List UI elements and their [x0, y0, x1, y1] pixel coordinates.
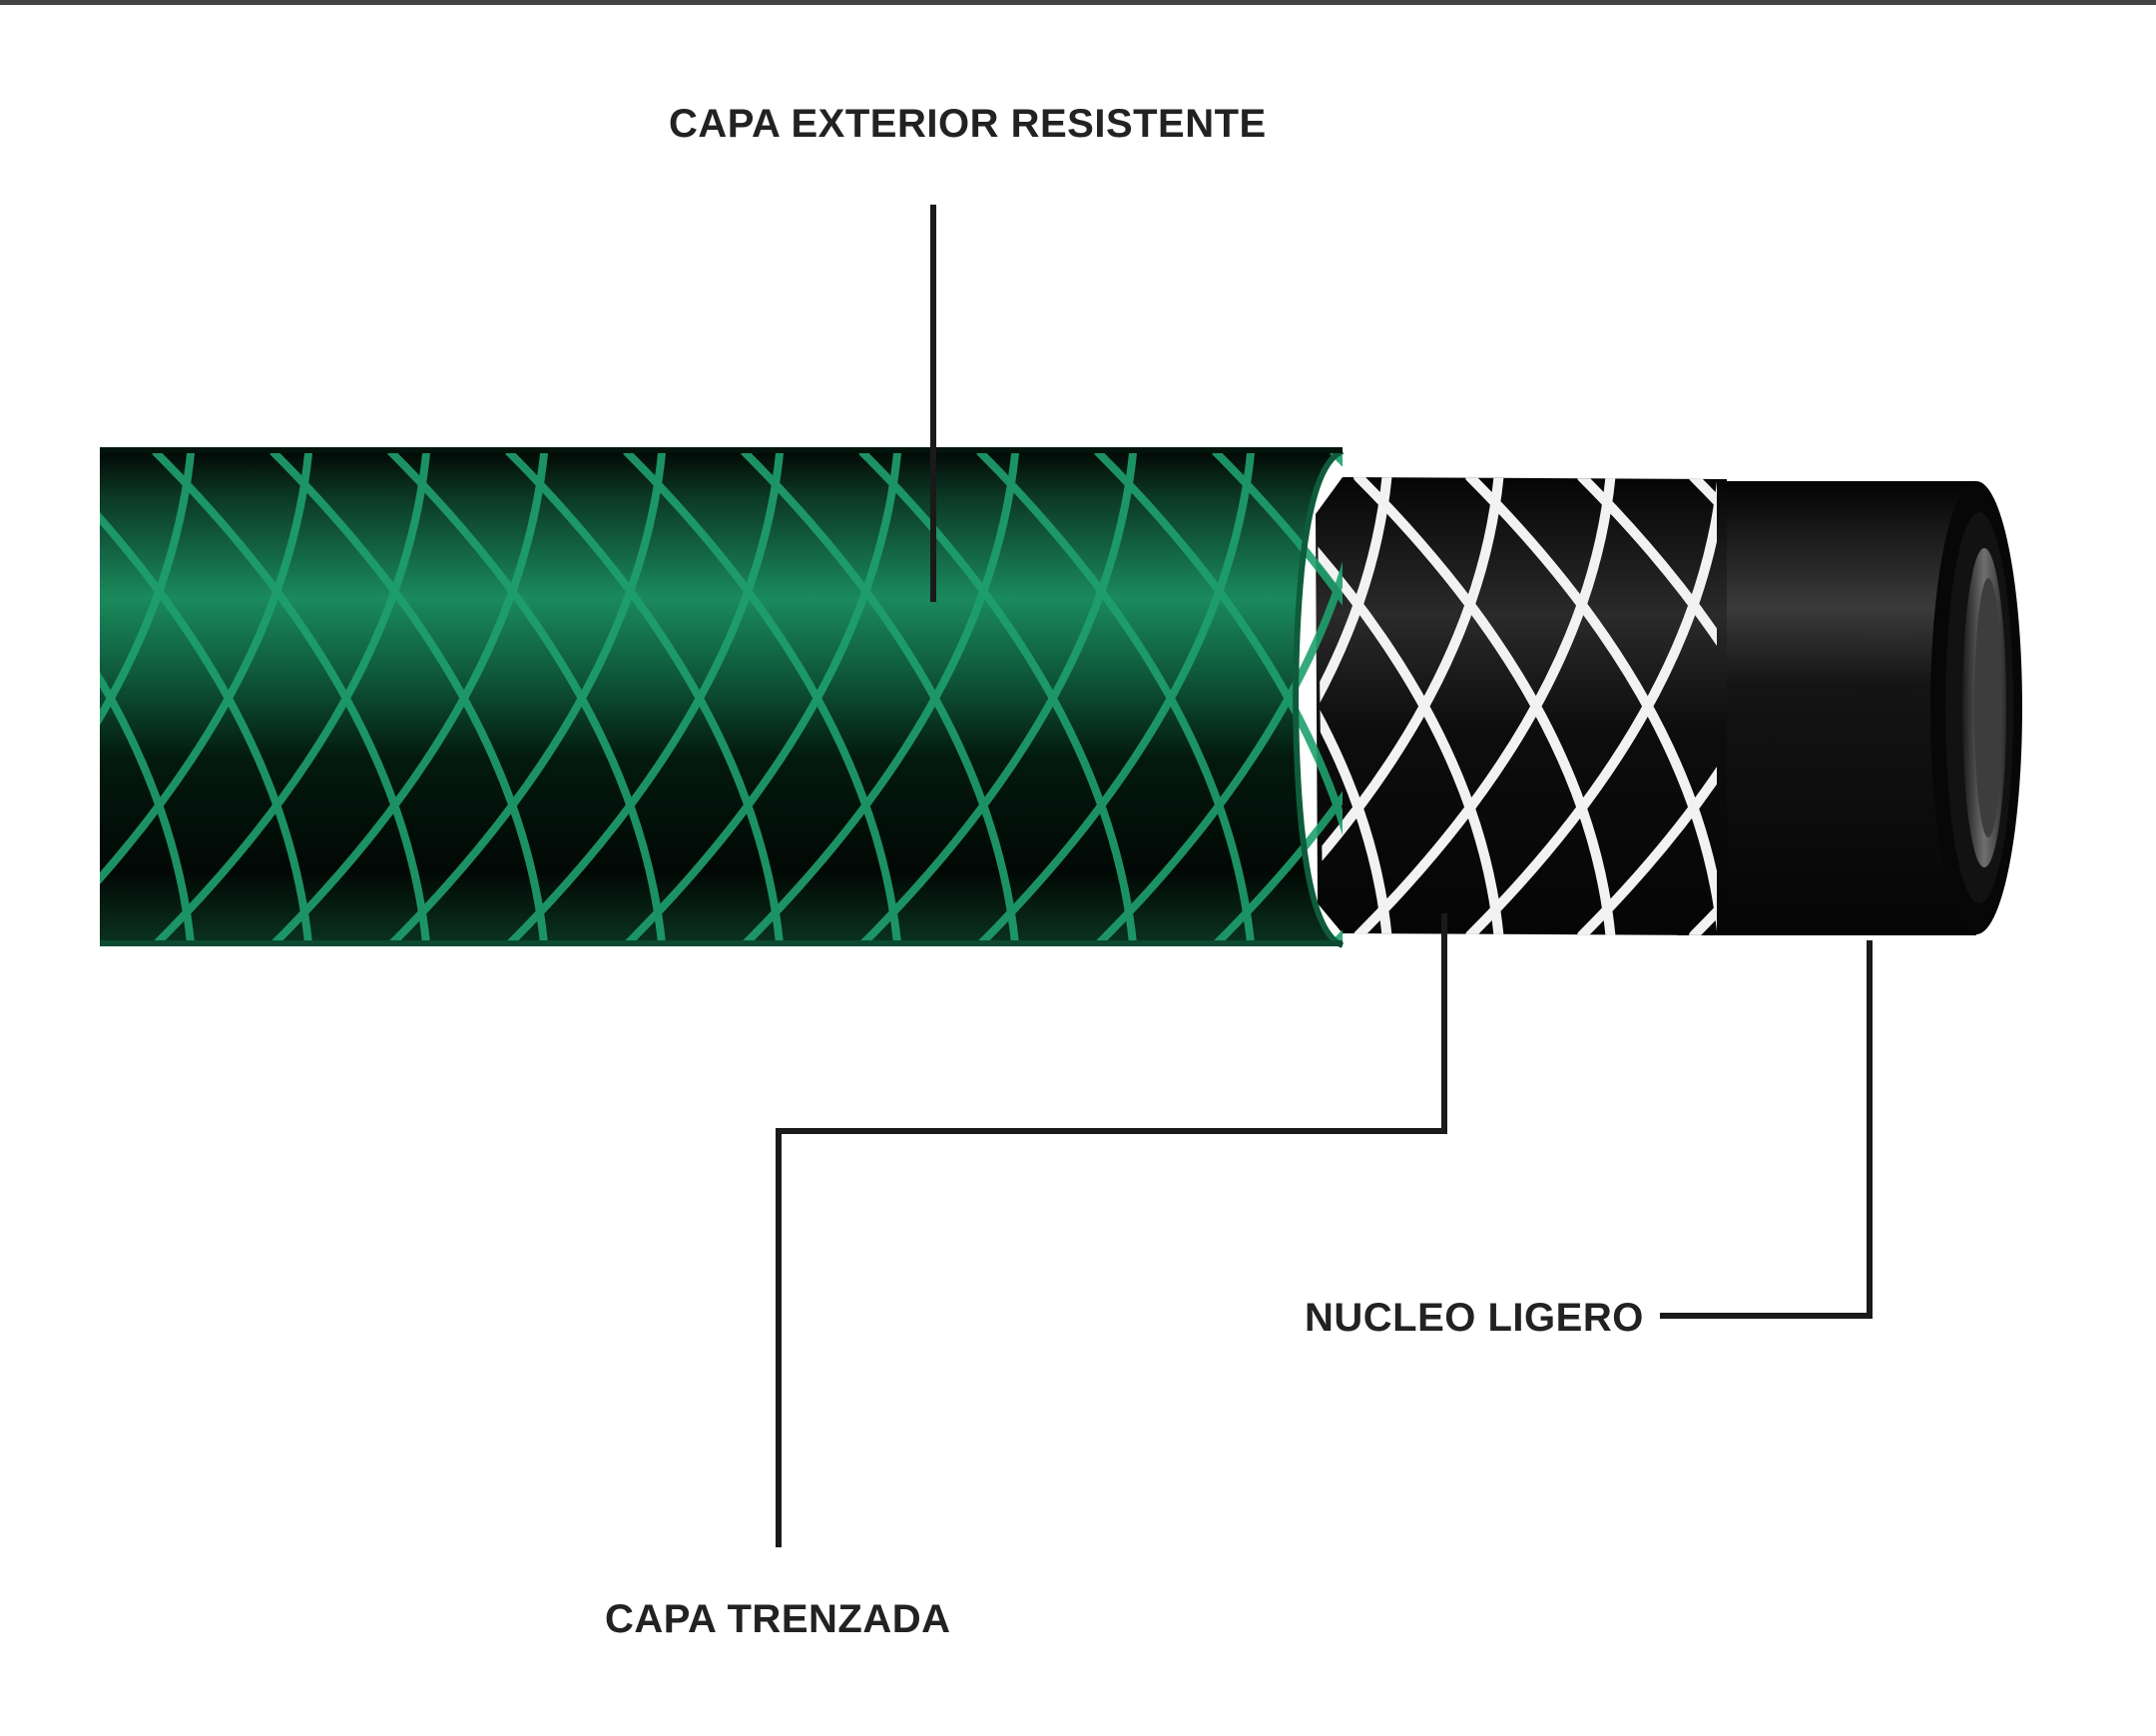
- braid-mesh-strand: [2141, 477, 2156, 935]
- braid-mesh-strand: [2029, 477, 2156, 935]
- label-outer-layer: CAPA EXTERIOR RESISTENTE: [669, 104, 1267, 144]
- core-tube: [1677, 481, 2022, 935]
- braid-mesh-strand: [2141, 477, 2156, 935]
- outer-mesh-strand: [0, 451, 73, 945]
- label-core: NUCLEO LIGERO: [1305, 1298, 1644, 1338]
- braid-mesh-strand: [2029, 477, 2156, 935]
- leader-core: [1663, 943, 1870, 1316]
- outer-mesh-strand: [0, 451, 73, 945]
- label-braided-layer: CAPA TRENZADA: [605, 1599, 950, 1639]
- leader-braided-layer: [779, 916, 1444, 1544]
